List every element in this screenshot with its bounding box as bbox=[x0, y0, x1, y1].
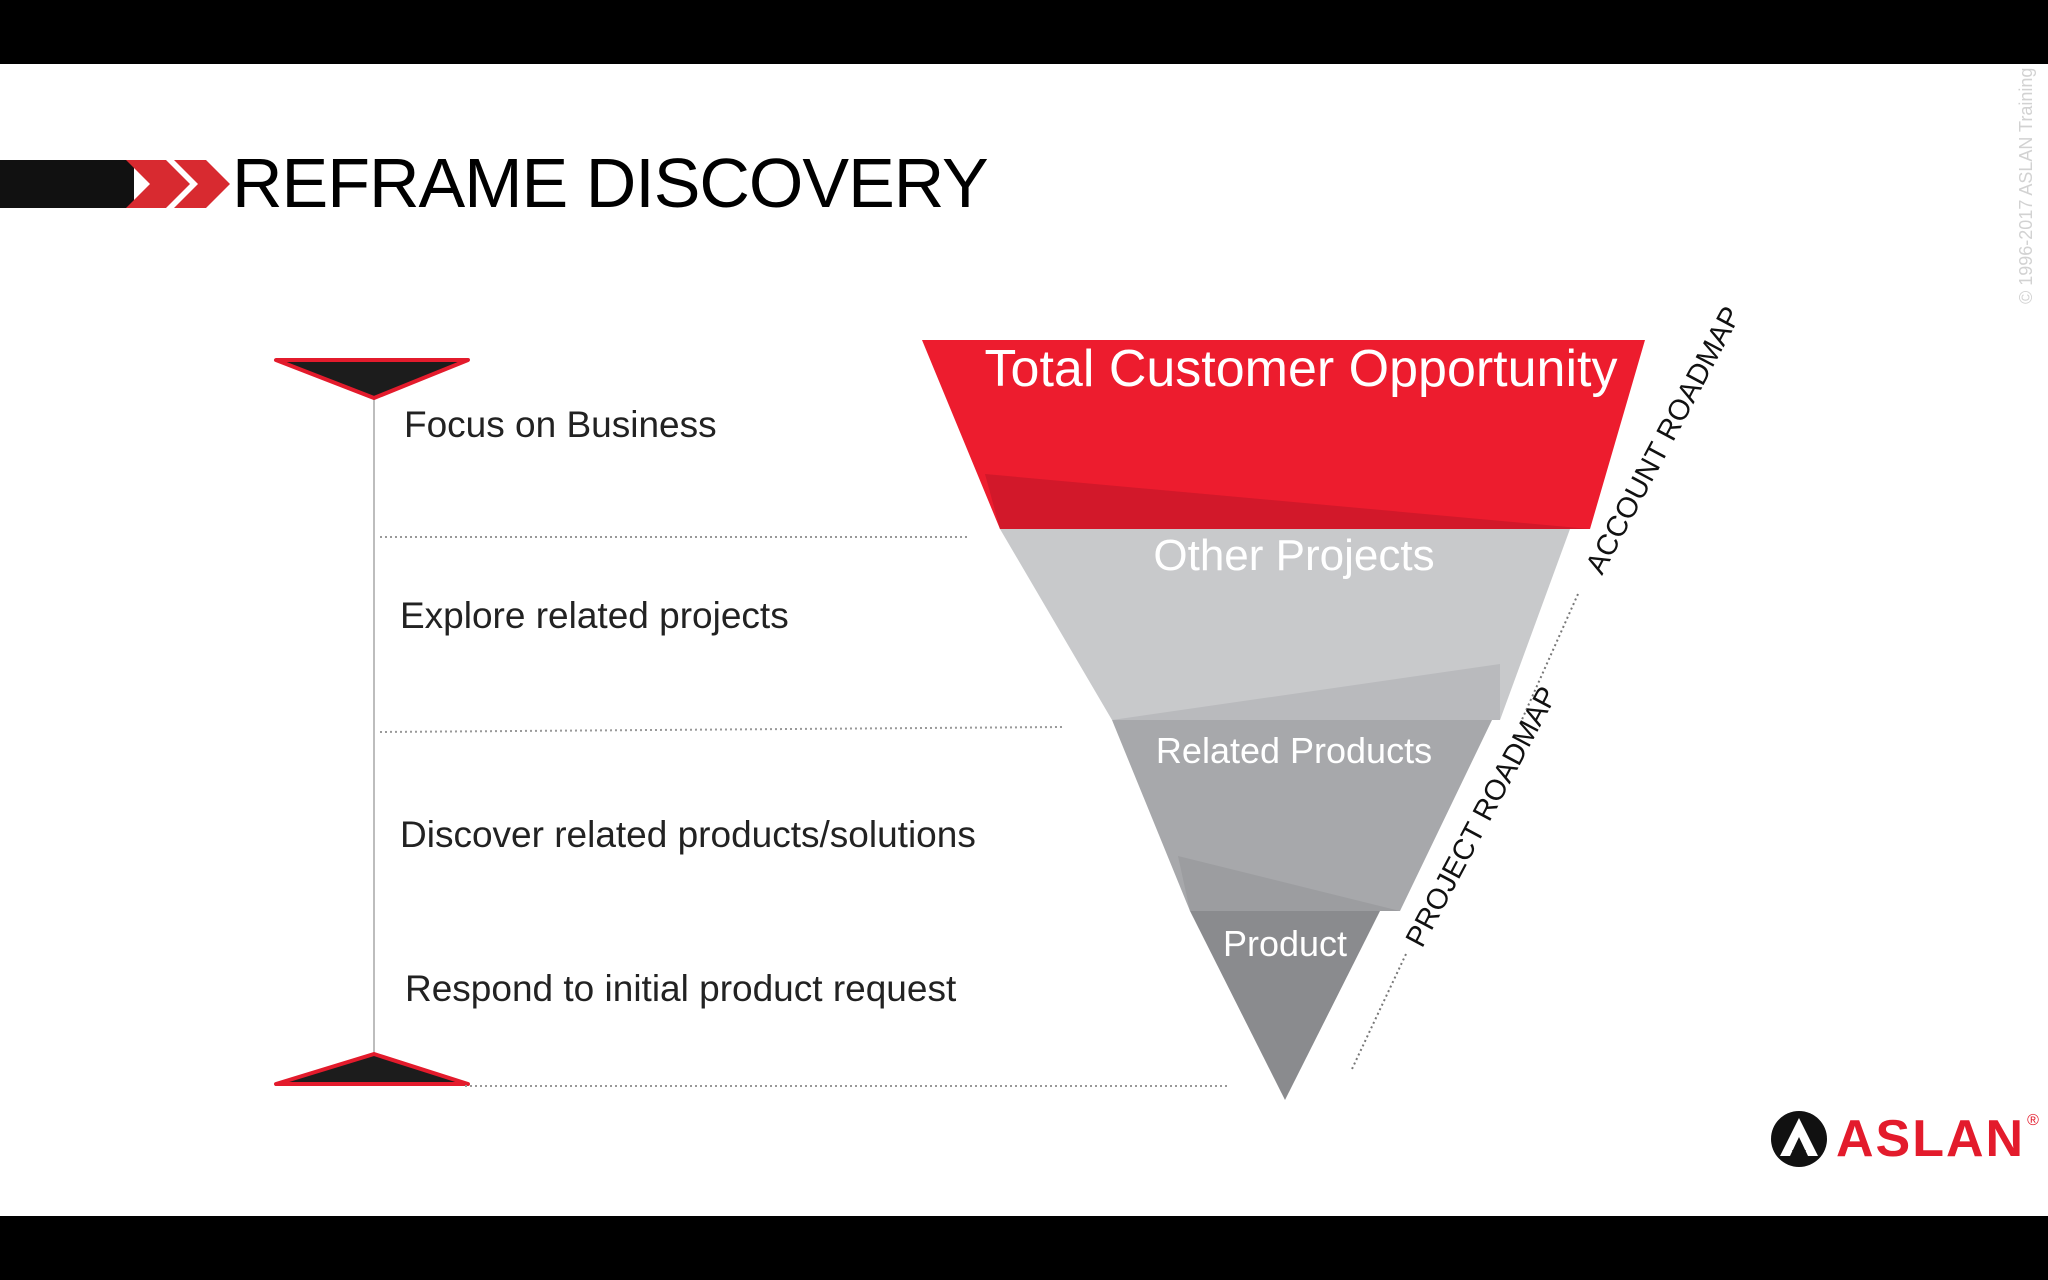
chevron-icon bbox=[174, 160, 230, 208]
funnel-label-projects: Other Projects bbox=[1153, 531, 1434, 580]
logo-text: ASLAN bbox=[1836, 1110, 2026, 1168]
funnel-label-product: Product bbox=[1223, 923, 1347, 964]
registered-mark: ® bbox=[2027, 1112, 2039, 1129]
copyright-text: © 1996-2017 ASLAN Training & Development… bbox=[2016, 64, 2037, 304]
chevron-icon bbox=[126, 160, 190, 208]
bottom-separator bbox=[465, 1085, 1228, 1087]
funnel-diagram: Total Customer Opportunity Other Project… bbox=[922, 302, 1748, 1100]
scale-bracket bbox=[274, 358, 470, 1086]
top-triangle-marker bbox=[274, 358, 470, 400]
aslan-logo-icon bbox=[1771, 1111, 1827, 1167]
funnel-level-projects-shade bbox=[1112, 664, 1500, 720]
bottom-triangle-marker bbox=[274, 1052, 470, 1086]
funnel-level-total-shade bbox=[985, 474, 1590, 529]
step-label-business: Focus on Business bbox=[404, 404, 717, 445]
slide: REFRAME DISCOVERY Focus on Business Expl… bbox=[0, 64, 2048, 1216]
step-label-request: Respond to initial product request bbox=[405, 968, 957, 1009]
funnel-label-related: Related Products bbox=[1156, 730, 1432, 771]
header-bar bbox=[0, 160, 230, 208]
slide-title: REFRAME DISCOVERY bbox=[232, 144, 989, 222]
step-label-projects: Explore related projects bbox=[400, 595, 789, 636]
funnel-level-product bbox=[1190, 911, 1380, 1100]
separators bbox=[379, 536, 1063, 733]
funnel-level-projects bbox=[1000, 529, 1570, 720]
funnel-level-total bbox=[922, 340, 1645, 529]
aslan-logo: ASLAN ® bbox=[1770, 1108, 2039, 1170]
funnel-label-total: Total Customer Opportunity bbox=[985, 340, 1618, 398]
step-label-products: Discover related products/solutions bbox=[400, 814, 976, 855]
funnel-level-related-shade bbox=[1178, 856, 1400, 911]
